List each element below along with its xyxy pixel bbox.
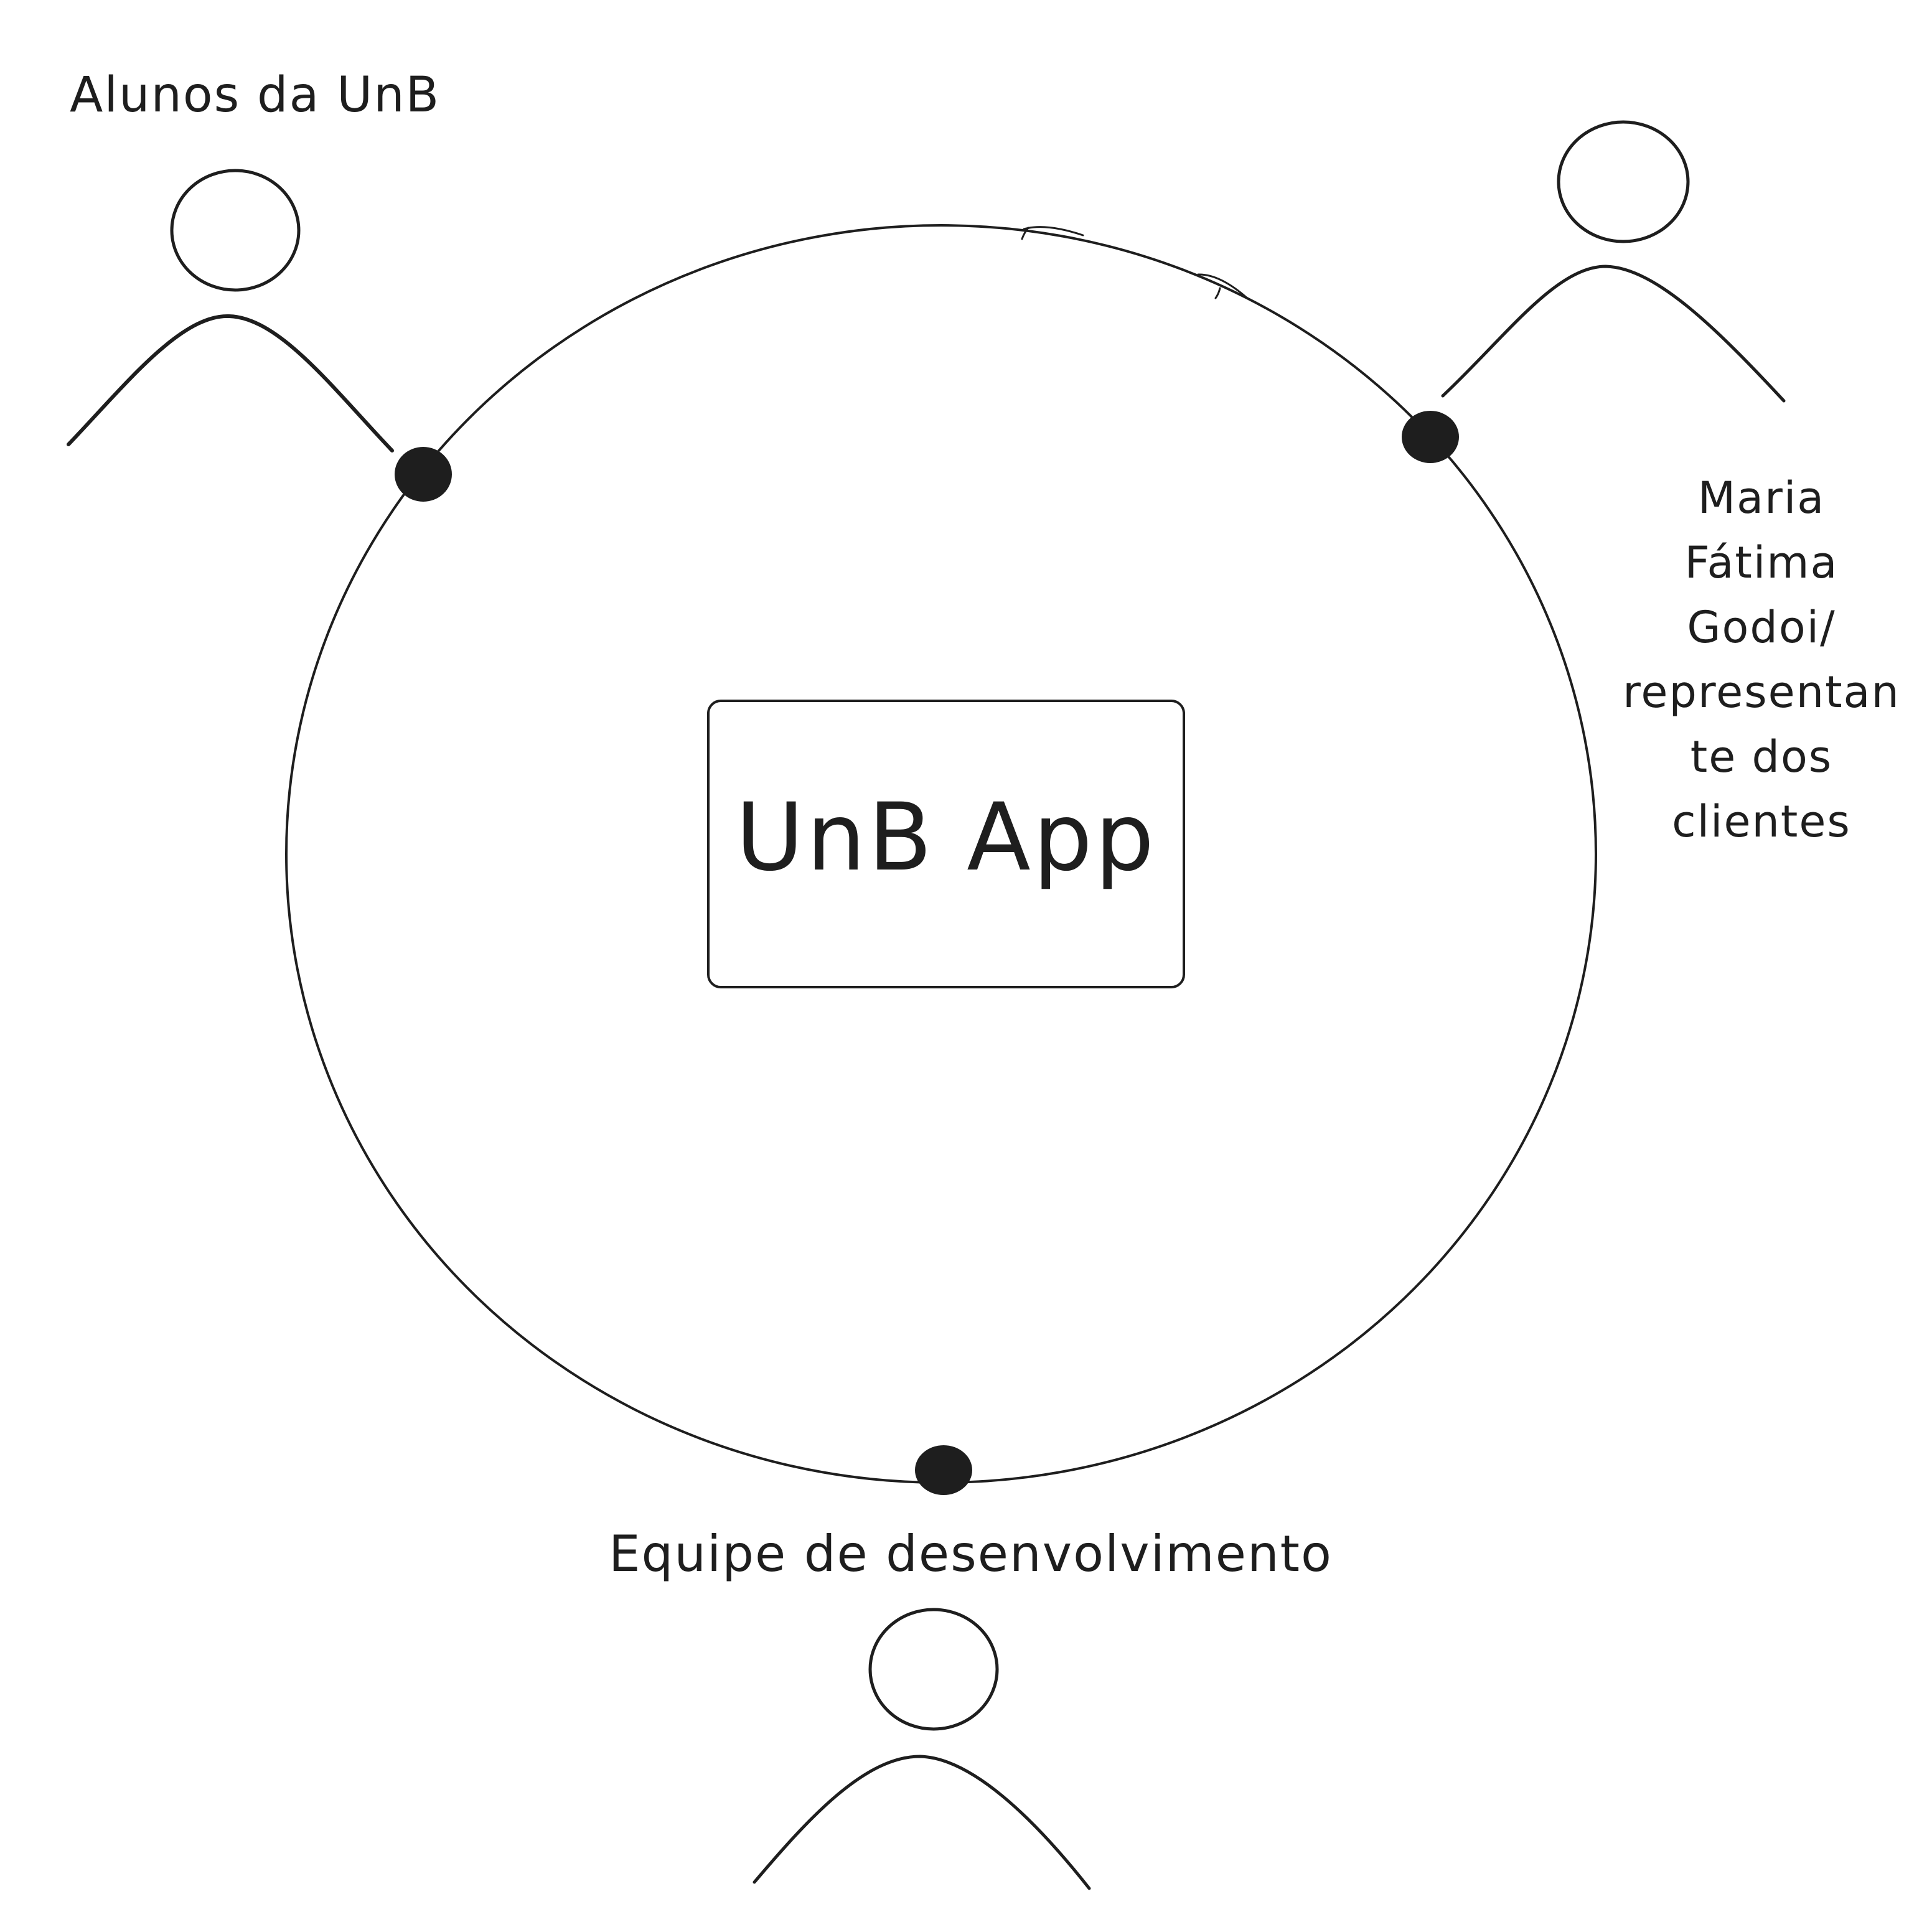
actor-label-alunos: Alunos da UnB [70, 67, 441, 123]
connection-point-equipe[interactable] [915, 1445, 972, 1495]
label-line: Fátima [1684, 537, 1839, 588]
label-line: Maria [1697, 472, 1826, 523]
label-line: representan [1623, 667, 1900, 718]
actor-label-maria: Maria Fátima Godoi/ representan te dos c… [1606, 466, 1917, 854]
actor-maria-icon[interactable] [1441, 120, 1786, 403]
actor-alunos-icon[interactable] [67, 169, 394, 452]
connection-point-alunos[interactable] [395, 447, 452, 502]
system-box[interactable]: UnB App [707, 700, 1185, 988]
connection-point-maria[interactable] [1402, 411, 1459, 463]
sketch-artifact [1197, 273, 1249, 300]
actor-equipe-icon[interactable] [753, 1608, 1091, 1890]
label-line: clientes [1672, 796, 1851, 847]
label-line: te dos [1690, 731, 1833, 782]
actor-label-equipe: Equipe de desenvolvimento [609, 1525, 1333, 1583]
actor-head-icon [1557, 120, 1690, 243]
system-title: UnB App [735, 784, 1157, 892]
sketch-artifact [1214, 287, 1221, 299]
label-line: Godoi/ [1687, 602, 1836, 653]
actor-body-icon [753, 1755, 1091, 1890]
actor-body-icon [1441, 265, 1786, 403]
actor-body-icon [67, 314, 394, 452]
actor-head-icon [868, 1608, 999, 1731]
sketch-artifact [1021, 227, 1029, 240]
actor-head-icon [170, 169, 301, 292]
